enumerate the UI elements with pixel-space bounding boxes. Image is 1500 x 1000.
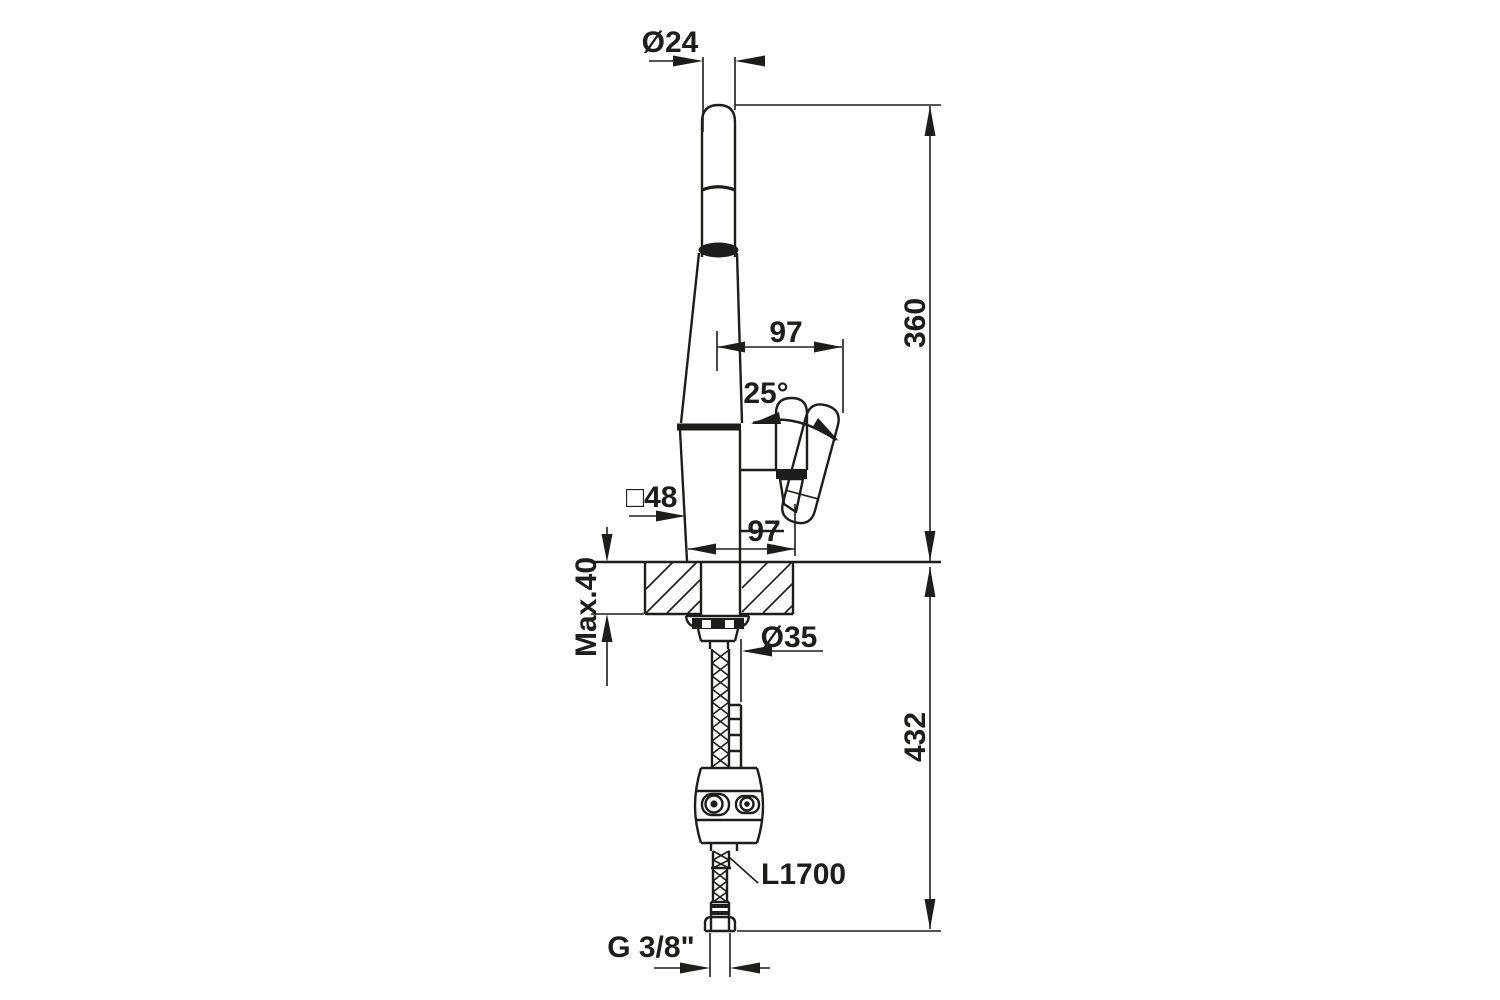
under-counter-assembly	[684, 614, 765, 933]
label-height-above-counter: 360	[899, 298, 932, 348]
annotation-body-square: □48	[626, 481, 686, 522]
label-hose-length: L1700	[761, 858, 846, 891]
dim-height-above-counter: 360	[735, 104, 941, 561]
label-thread-size: G 3/8"	[607, 931, 695, 964]
dim-spout-diameter: Ø24	[642, 26, 765, 132]
countertop-section	[591, 560, 941, 616]
annotation-handle-angle: 25°	[743, 377, 788, 410]
faucet-outline	[677, 103, 784, 562]
label-spout-diameter: Ø24	[642, 26, 699, 59]
counter-hatching	[645, 561, 794, 614]
label-depth-below-counter: 432	[899, 712, 932, 762]
dim-thread-size: G 3/8"	[607, 931, 770, 977]
faucet-handle	[751, 396, 840, 525]
label-counter-thickness: Max.40	[570, 557, 603, 657]
label-handle-angle: 25°	[743, 377, 788, 410]
dim-depth-below-counter: 432	[737, 567, 941, 932]
hose-braid-lower	[712, 850, 730, 903]
label-reach-upper: 97	[769, 316, 802, 349]
label-body-square: □48	[626, 481, 678, 514]
hose-braid-upper	[711, 649, 730, 768]
dim-reach-lower: 97	[688, 504, 796, 556]
label-reach-lower: 97	[747, 515, 780, 548]
dim-counter-thickness: Max.40	[570, 527, 644, 686]
dim-reach-upper: 97	[716, 316, 844, 413]
arc-arrow-left	[751, 412, 781, 424]
arc-arrow-right	[812, 418, 839, 441]
label-hole-diameter: Ø35	[761, 621, 818, 654]
dim-hole-diameter: Ø35	[740, 621, 823, 702]
callout-hose-length: L1700	[728, 856, 846, 891]
